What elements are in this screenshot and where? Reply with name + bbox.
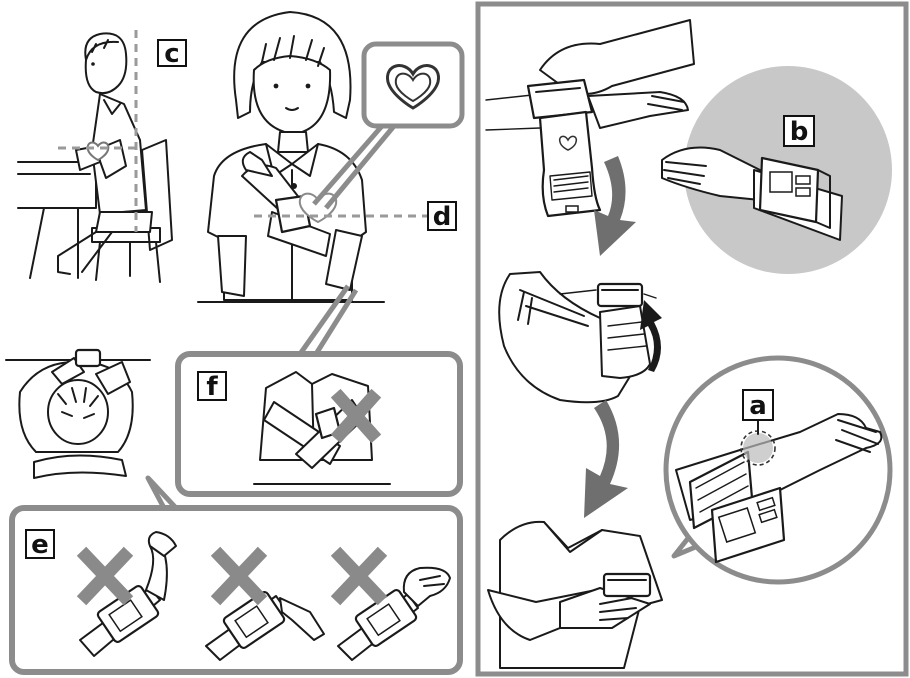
detail-circle-b: b <box>662 66 892 274</box>
detail-circle-a: a <box>666 358 890 582</box>
blood-pressure-monitor-icon <box>76 350 100 366</box>
wrist-bent-down-figure <box>206 556 324 660</box>
curved-arrow-icon <box>584 400 628 518</box>
step-3-final-measuring-posture <box>488 522 662 668</box>
label-b: b <box>790 117 809 147</box>
wrist-bent-up-figure <box>80 532 176 656</box>
step-2-wrapping-cuff <box>499 272 662 402</box>
label-c-box: c <box>158 39 186 69</box>
x-mark-icon <box>220 556 258 596</box>
x-mark-icon <box>340 556 378 596</box>
label-a: a <box>749 391 767 421</box>
label-f: f <box>206 372 218 402</box>
top-down-seated-figure <box>6 350 150 478</box>
wrist-fist-figure <box>338 556 450 660</box>
label-e: e <box>31 530 49 560</box>
seated-posture-figure <box>18 33 172 282</box>
label-d: d <box>433 202 452 232</box>
curved-arrow-icon <box>594 156 636 256</box>
panel-f-incorrect-position: f <box>178 286 460 494</box>
blood-pressure-monitor-icon <box>598 284 642 306</box>
panel-e-incorrect-wrist-positions: e <box>12 478 460 672</box>
label-d-box: d <box>428 202 456 232</box>
label-c: c <box>164 39 179 69</box>
blood-pressure-monitor-icon <box>604 574 650 596</box>
step-1-putting-on-cuff <box>486 20 694 216</box>
x-mark-icon <box>86 556 124 596</box>
